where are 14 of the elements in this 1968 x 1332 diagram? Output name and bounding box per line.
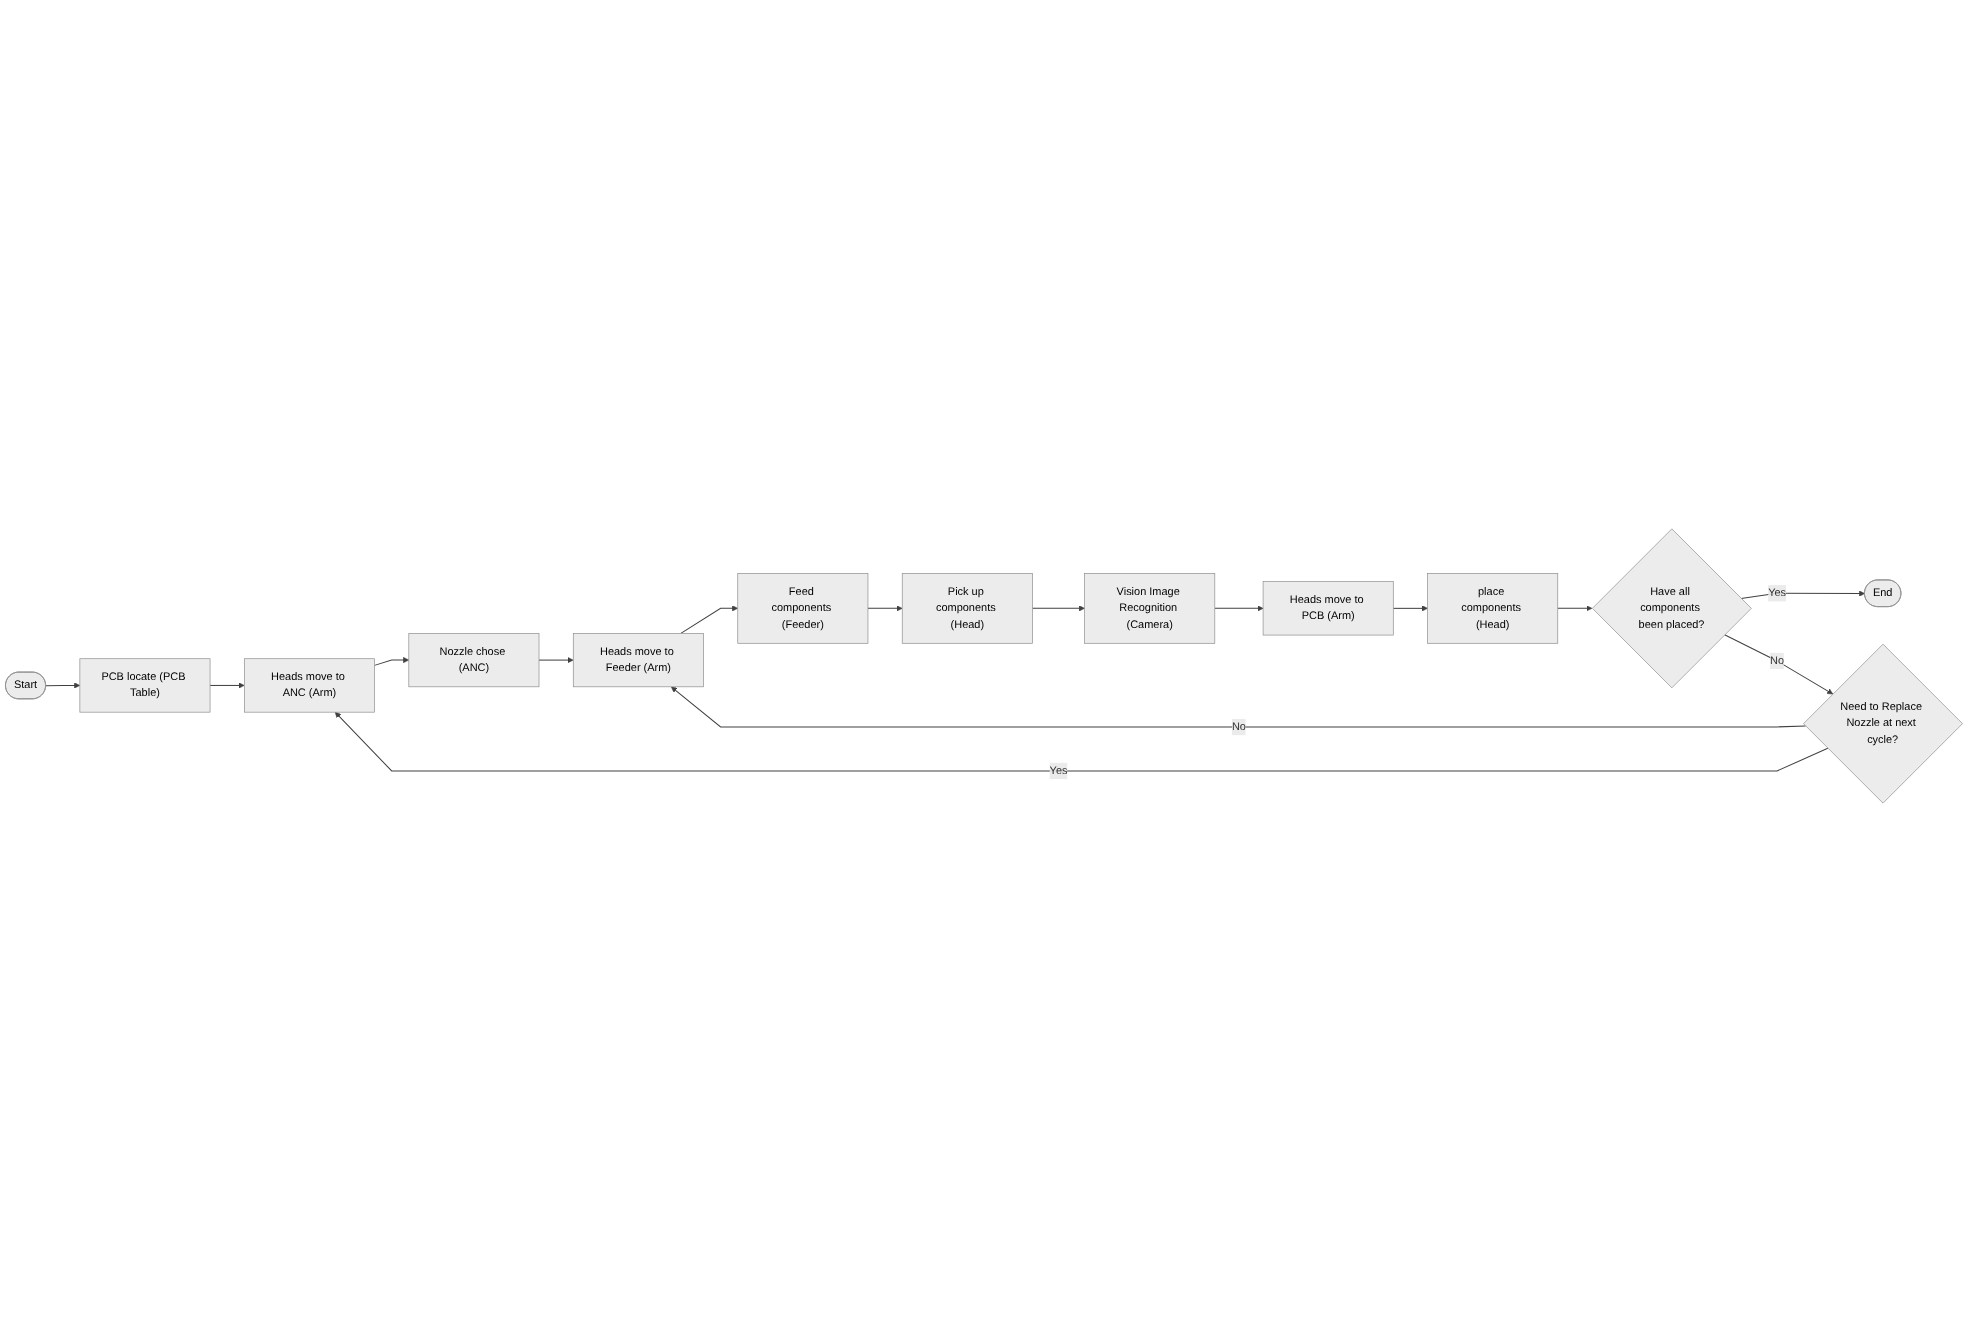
arrow xyxy=(867,605,903,612)
arrow xyxy=(1392,605,1428,612)
arrow xyxy=(671,686,1807,728)
arrow xyxy=(680,605,739,634)
arrow xyxy=(374,657,410,666)
arrow xyxy=(1031,605,1085,612)
arrow xyxy=(538,657,574,664)
arrow xyxy=(1557,605,1593,612)
arrow xyxy=(45,682,81,689)
arrow xyxy=(1740,590,1866,599)
arrow xyxy=(209,682,245,689)
arrow xyxy=(334,711,1829,772)
arrow xyxy=(1724,634,1834,695)
arrow xyxy=(1214,605,1264,612)
